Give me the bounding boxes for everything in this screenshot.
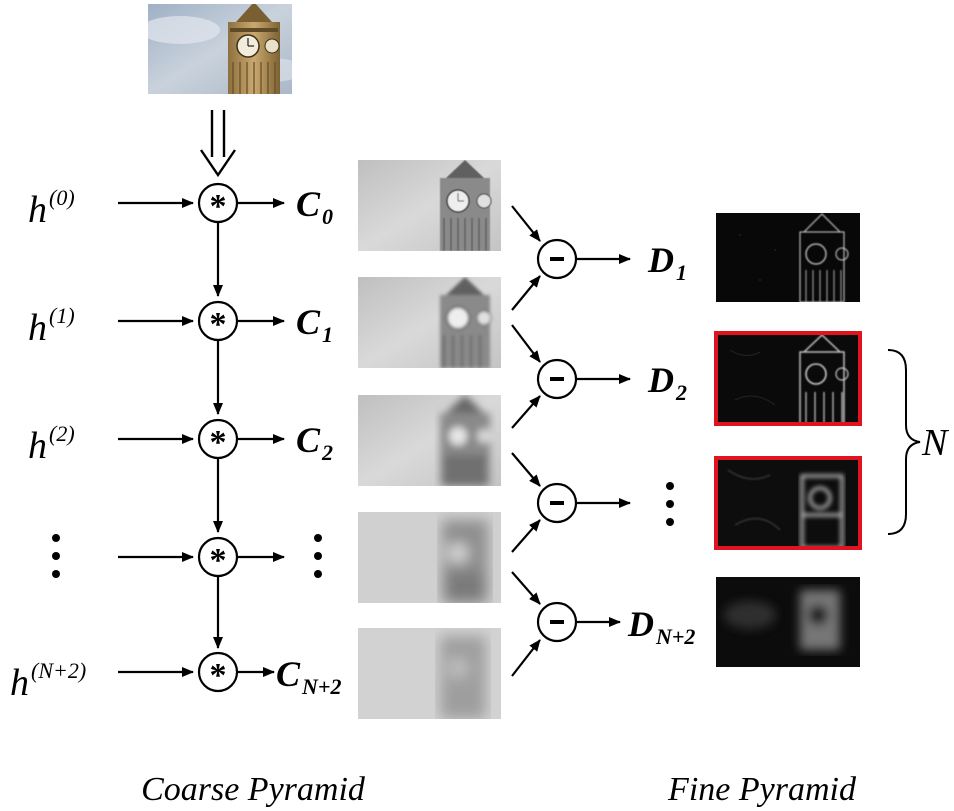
convolution-asterisk-icon: * bbox=[210, 657, 227, 694]
filter-label-2: h(2) bbox=[28, 421, 75, 467]
convolution-asterisk-icon: * bbox=[210, 188, 227, 225]
input-double-arrow bbox=[200, 110, 236, 178]
coarse-image-1 bbox=[358, 277, 501, 368]
input-image bbox=[148, 4, 292, 94]
coarse-row-ellipsis: * bbox=[52, 534, 322, 579]
coarse-image-4 bbox=[358, 628, 501, 719]
coarse-row-4: h(N+2) * CN+2 bbox=[10, 651, 341, 704]
highlight-frame-2 bbox=[714, 331, 862, 426]
coarse-ellipsis-icon bbox=[314, 534, 322, 578]
fine-image-3 bbox=[714, 456, 862, 550]
coarse-label-1: C1 bbox=[296, 302, 333, 347]
difference-nodes bbox=[511, 205, 631, 677]
caption-fine-pyramid: Fine Pyramid bbox=[667, 771, 857, 808]
fine-labels: D1 D2 DN+2 bbox=[627, 240, 695, 649]
coarse-label-0: C0 bbox=[296, 184, 333, 229]
coarse-row-1: h(1) * C1 bbox=[28, 300, 333, 349]
coarse-image-2 bbox=[358, 395, 501, 486]
fine-ellipsis-icon bbox=[666, 482, 674, 526]
filter-label-4: h(N+2) bbox=[10, 658, 86, 704]
filter-label-0: h(0) bbox=[28, 185, 75, 231]
coarse-label-2: C2 bbox=[296, 420, 333, 465]
caption-coarse-pyramid: Coarse Pyramid bbox=[141, 771, 366, 808]
convolution-asterisk-icon: * bbox=[210, 424, 227, 461]
group-brace: N bbox=[887, 349, 950, 535]
fine-label-1: D1 bbox=[647, 240, 687, 285]
fine-label-4: DN+2 bbox=[627, 604, 695, 649]
coarse-image-0 bbox=[358, 160, 501, 251]
coarse-row-2: h(2) * C2 bbox=[28, 418, 333, 467]
brace-label: N bbox=[921, 422, 950, 464]
fine-image-1 bbox=[716, 213, 860, 302]
filter-ellipsis-icon bbox=[52, 534, 60, 578]
fine-image-4 bbox=[716, 577, 860, 667]
fine-image-2 bbox=[714, 331, 862, 426]
convolution-asterisk-icon: * bbox=[210, 306, 227, 343]
filter-label-1: h(1) bbox=[28, 303, 75, 349]
convolution-asterisk-icon: * bbox=[210, 542, 227, 579]
coarse-label-4: CN+2 bbox=[276, 654, 341, 699]
fine-label-2: D2 bbox=[647, 360, 687, 405]
coarse-row-0: h(0) * C0 bbox=[28, 182, 333, 231]
coarse-image-3 bbox=[358, 512, 501, 603]
highlight-frame-3 bbox=[714, 456, 862, 550]
